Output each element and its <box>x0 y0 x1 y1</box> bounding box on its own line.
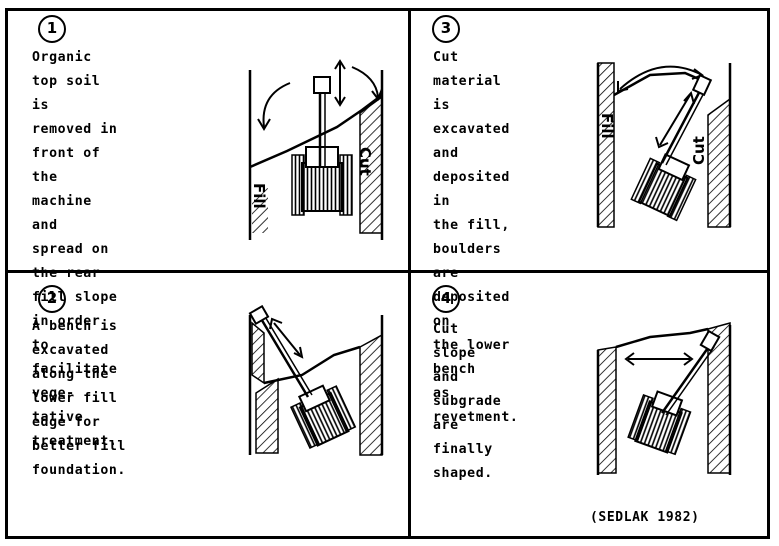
step-1-illustration: Fill Cut <box>248 59 384 240</box>
ground-profile <box>615 327 709 349</box>
excavator <box>627 390 692 456</box>
ground-profile <box>613 71 709 97</box>
cut-slope-hatch <box>359 95 383 234</box>
excavator <box>630 153 697 222</box>
shaping-arrow <box>624 352 694 366</box>
horizontal-divider <box>5 270 770 273</box>
boom-move-arrow <box>269 317 304 359</box>
deposit-arrow <box>619 65 703 90</box>
boom-move-arrow <box>655 90 695 149</box>
spread-rear-arrow <box>262 82 291 128</box>
step-4-illustration <box>596 322 732 475</box>
bench-hatch <box>251 321 265 385</box>
outer-frame <box>5 8 770 539</box>
bucket <box>691 73 713 97</box>
fill-hatch <box>597 346 617 474</box>
bucket <box>248 305 270 326</box>
step-caption: Organic top soil is removed in front of … <box>32 50 118 449</box>
step-number-badge: 1 <box>38 15 66 43</box>
step-2-illustration <box>248 305 384 456</box>
cut-slope-hatch <box>707 97 731 228</box>
step-number-badge: 3 <box>432 15 460 43</box>
excavator <box>289 384 357 449</box>
fill-slope-hatch <box>252 188 268 233</box>
bucket <box>699 329 721 353</box>
cut-label: Cut <box>690 136 708 165</box>
step-number-badge: 2 <box>38 285 66 313</box>
source-credit: (SEDLAK 1982) <box>590 510 700 525</box>
cut-label: Cut <box>356 147 374 176</box>
ground-profile <box>263 345 361 385</box>
step-number-badge: 4 <box>432 285 460 313</box>
step-caption: Cut material is excavated and deposited … <box>433 50 519 425</box>
fill-label: Fill <box>250 183 268 209</box>
boom <box>660 86 704 164</box>
vertical-divider <box>408 8 411 539</box>
remove-topsoil-arrow <box>351 66 379 98</box>
boom <box>258 316 310 398</box>
machine-cab <box>305 146 339 168</box>
cut-slope-hatch <box>707 322 731 474</box>
vertical-move-arrow <box>334 59 346 107</box>
cut-slope-hatch <box>359 333 383 456</box>
bucket <box>313 76 331 94</box>
fill-hatch <box>255 377 279 454</box>
fill-bench-hatch <box>597 62 615 228</box>
step-3-illustration: Fill Cut <box>596 62 732 228</box>
step-caption: A bench is excavated along the lower fil… <box>32 319 126 478</box>
fill-label: Fill <box>598 113 616 139</box>
ground-profile <box>249 94 383 169</box>
step-caption: Cut slope and subgrade are finally shape… <box>433 322 502 481</box>
boom <box>660 344 712 414</box>
machine-body <box>301 162 343 212</box>
